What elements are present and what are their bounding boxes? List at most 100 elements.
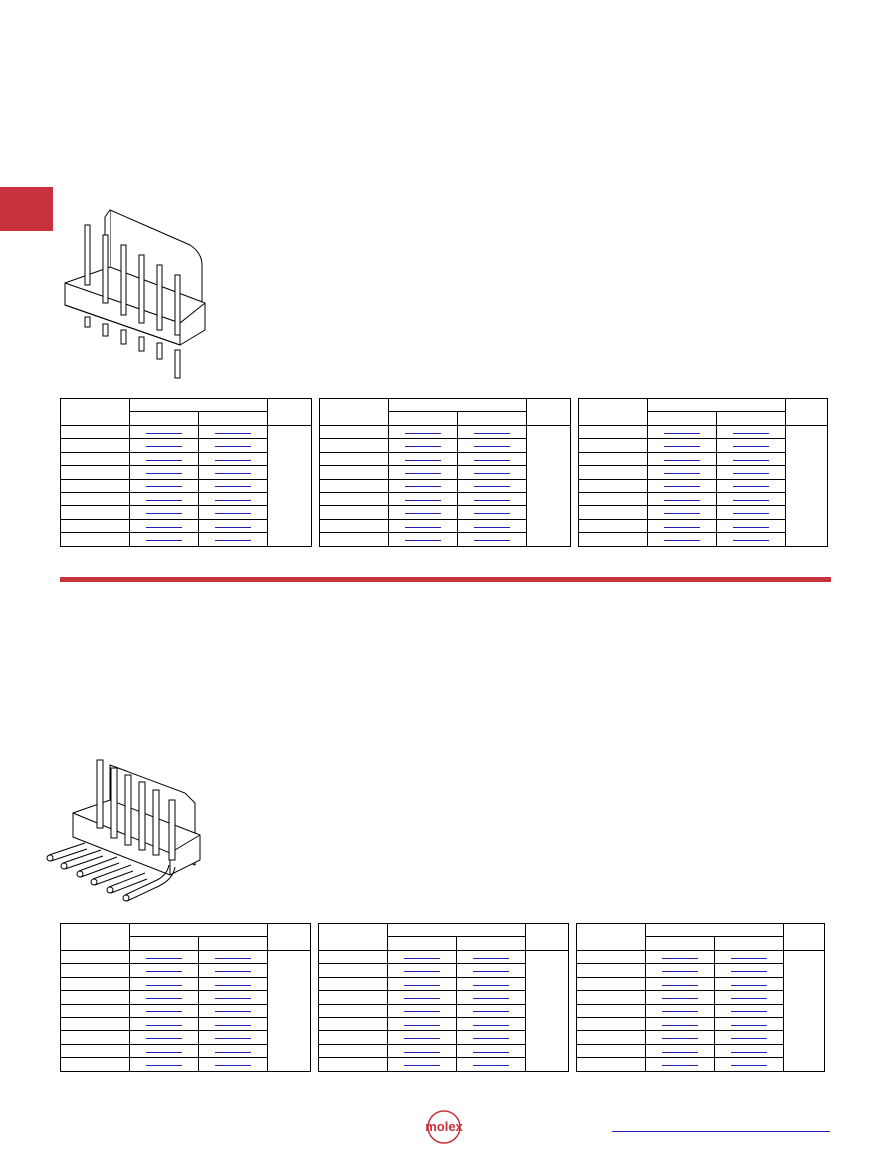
part-link[interactable] xyxy=(405,430,441,434)
part-link[interactable] xyxy=(473,968,509,973)
part-link[interactable] xyxy=(405,524,441,528)
part-link[interactable] xyxy=(215,1008,251,1013)
part-link[interactable] xyxy=(731,1049,767,1053)
part-link[interactable] xyxy=(146,982,182,986)
part-link[interactable] xyxy=(146,968,182,973)
part-link[interactable] xyxy=(733,524,769,528)
part-link[interactable] xyxy=(146,483,182,488)
part-link[interactable] xyxy=(146,1062,182,1066)
part-link[interactable] xyxy=(146,457,182,461)
part-link[interactable] xyxy=(405,470,441,475)
footer-link[interactable] xyxy=(612,1131,830,1132)
part-link[interactable] xyxy=(146,430,182,434)
part-link[interactable] xyxy=(146,510,182,515)
part-link[interactable] xyxy=(731,968,767,973)
part-link[interactable] xyxy=(405,510,441,515)
part-link[interactable] xyxy=(404,1062,440,1066)
part-link[interactable] xyxy=(146,524,182,528)
part-link[interactable] xyxy=(146,995,182,1000)
part-link[interactable] xyxy=(215,1035,251,1040)
part-link[interactable] xyxy=(733,510,769,515)
part-link[interactable] xyxy=(733,483,769,488)
part-link[interactable] xyxy=(474,510,510,515)
part-link[interactable] xyxy=(664,457,700,461)
part-link[interactable] xyxy=(146,497,182,501)
part-link[interactable] xyxy=(733,430,769,434)
part-link[interactable] xyxy=(215,1022,251,1026)
part-link[interactable] xyxy=(405,537,441,541)
part-link[interactable] xyxy=(215,457,251,461)
part-link[interactable] xyxy=(733,497,769,501)
part-link[interactable] xyxy=(404,968,440,973)
part-link[interactable] xyxy=(215,524,251,528)
part-link[interactable] xyxy=(733,470,769,475)
part-link[interactable] xyxy=(404,995,440,1000)
part-link[interactable] xyxy=(731,1022,767,1026)
part-link[interactable] xyxy=(404,1008,440,1013)
part-link[interactable] xyxy=(473,982,509,986)
part-link[interactable] xyxy=(662,1008,698,1013)
part-link[interactable] xyxy=(215,982,251,986)
part-link[interactable] xyxy=(146,1022,182,1026)
part-link[interactable] xyxy=(664,470,700,475)
part-link[interactable] xyxy=(146,470,182,475)
part-link[interactable] xyxy=(662,1062,698,1066)
part-link[interactable] xyxy=(733,443,769,448)
part-link[interactable] xyxy=(473,955,509,959)
part-link[interactable] xyxy=(215,537,251,541)
part-link[interactable] xyxy=(215,443,251,448)
part-link[interactable] xyxy=(474,483,510,488)
part-link[interactable] xyxy=(404,1049,440,1053)
part-link[interactable] xyxy=(215,430,251,434)
part-link[interactable] xyxy=(662,955,698,959)
part-link[interactable] xyxy=(146,955,182,959)
part-link[interactable] xyxy=(664,524,700,528)
part-link[interactable] xyxy=(474,497,510,501)
part-link[interactable] xyxy=(405,497,441,501)
part-link[interactable] xyxy=(405,457,441,461)
part-link[interactable] xyxy=(146,1035,182,1040)
part-link[interactable] xyxy=(215,968,251,973)
part-link[interactable] xyxy=(733,457,769,461)
molex-logo-icon[interactable]: molex xyxy=(413,1110,475,1144)
part-link[interactable] xyxy=(731,1062,767,1066)
part-link[interactable] xyxy=(662,1022,698,1026)
part-link[interactable] xyxy=(664,510,700,515)
part-link[interactable] xyxy=(473,995,509,1000)
part-link[interactable] xyxy=(664,497,700,501)
part-link[interactable] xyxy=(215,497,251,501)
part-link[interactable] xyxy=(146,537,182,541)
part-link[interactable] xyxy=(404,982,440,986)
part-link[interactable] xyxy=(662,968,698,973)
part-link[interactable] xyxy=(733,537,769,541)
part-link[interactable] xyxy=(473,1062,509,1066)
part-link[interactable] xyxy=(474,537,510,541)
part-link[interactable] xyxy=(473,1035,509,1040)
part-link[interactable] xyxy=(215,483,251,488)
part-link[interactable] xyxy=(662,1049,698,1053)
part-link[interactable] xyxy=(662,1035,698,1040)
part-link[interactable] xyxy=(731,1035,767,1040)
part-link[interactable] xyxy=(146,443,182,448)
part-link[interactable] xyxy=(215,470,251,475)
part-link[interactable] xyxy=(664,483,700,488)
part-link[interactable] xyxy=(215,1049,251,1053)
part-link[interactable] xyxy=(474,524,510,528)
part-link[interactable] xyxy=(215,510,251,515)
part-link[interactable] xyxy=(404,1022,440,1026)
part-link[interactable] xyxy=(215,1062,251,1066)
part-link[interactable] xyxy=(473,1049,509,1053)
part-link[interactable] xyxy=(731,982,767,986)
part-link[interactable] xyxy=(405,443,441,448)
part-link[interactable] xyxy=(474,443,510,448)
part-link[interactable] xyxy=(662,982,698,986)
part-link[interactable] xyxy=(473,1022,509,1026)
part-link[interactable] xyxy=(474,470,510,475)
part-link[interactable] xyxy=(474,457,510,461)
part-link[interactable] xyxy=(664,443,700,448)
part-link[interactable] xyxy=(731,1008,767,1013)
part-link[interactable] xyxy=(215,955,251,959)
part-link[interactable] xyxy=(731,995,767,1000)
part-link[interactable] xyxy=(664,430,700,434)
part-link[interactable] xyxy=(662,995,698,1000)
